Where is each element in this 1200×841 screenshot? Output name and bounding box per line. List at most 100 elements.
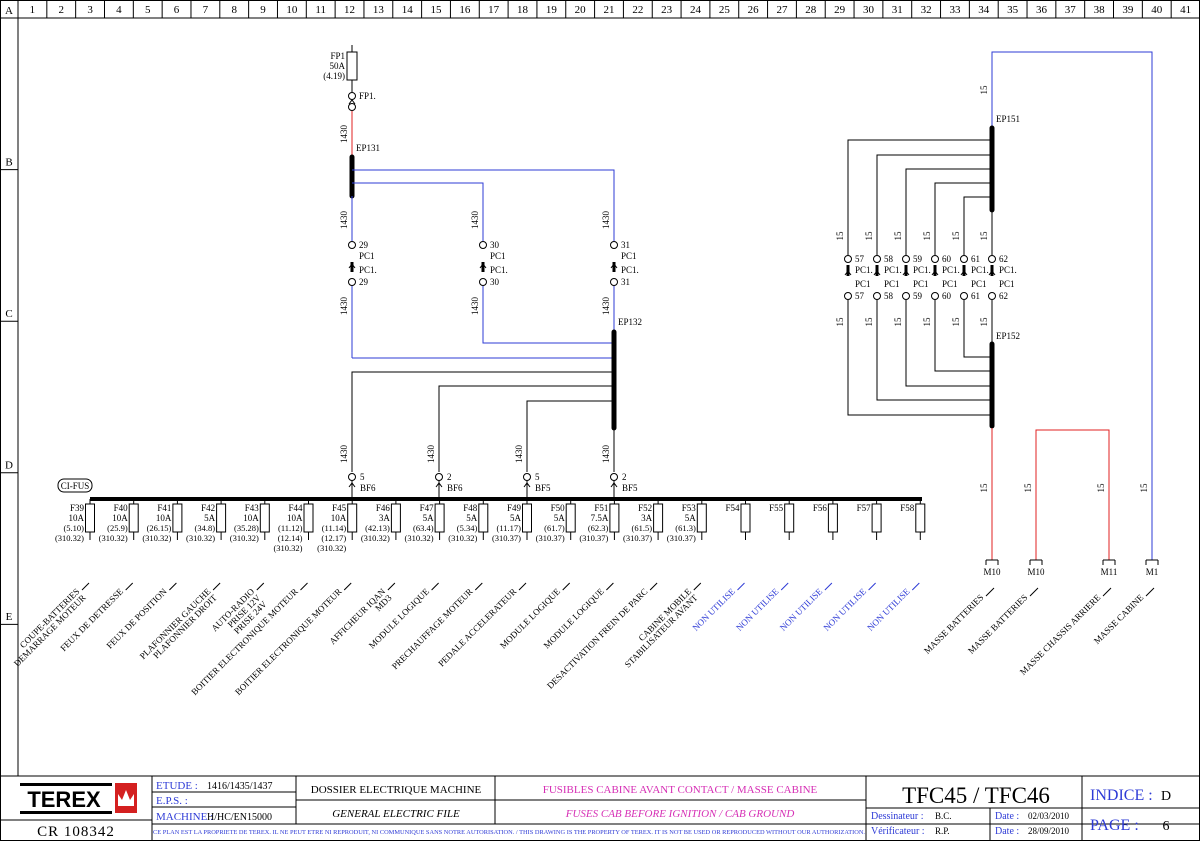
fuse-name: F49 [507, 503, 522, 513]
fuse-rating: 10A [112, 513, 128, 523]
function-text: DESACTIVATION FREIN DE PARC [545, 586, 649, 690]
fuse-row: F3910A(5.10)(310.32)F4010A(25.9)(310.32)… [55, 499, 926, 553]
fuse-name: F42 [201, 503, 215, 513]
ground-pc-pin-bottom: 57 [855, 291, 865, 301]
fuse-name: F50 [551, 503, 566, 513]
fuse-rating: 5A [510, 513, 522, 523]
column-label: 16 [459, 4, 471, 16]
column-label: 26 [748, 4, 760, 16]
fuse-ref: (25.9) [107, 523, 128, 533]
pc1-pin-bottom: 30 [490, 277, 500, 287]
fuse-ref: (310.37) [667, 533, 696, 543]
ground-pc-pin-top: 62 [999, 254, 1008, 264]
fp1-name: FP1 [330, 51, 345, 61]
wire-15: 15 [922, 231, 932, 241]
wire-15: 15 [893, 317, 903, 327]
fuse-function-label: PEDALE ACCELERATEUR [436, 582, 527, 669]
ground-pc-name: PC1. [999, 265, 1017, 275]
column-label: 4 [116, 4, 122, 16]
ground-pc-name-mate: PC1 [913, 279, 929, 289]
terex-wordmark: TEREX [27, 787, 101, 812]
bf-name: BF6 [360, 483, 376, 493]
ground-name: M11 [1101, 567, 1118, 577]
wire-1430-g: 1430 [339, 445, 349, 464]
bf-name: BF5 [622, 483, 638, 493]
ground-pc-pin-top: 58 [884, 254, 894, 264]
fuse-rating: 3A [641, 513, 653, 523]
function-text: PEDALE ACCELERATEUR [436, 586, 518, 668]
main-fuse-fp1: FP1 50A (4.19) FP1. 1430 [323, 45, 376, 155]
fp1-connector-label: FP1. [359, 91, 376, 101]
fuse-ref: (310.32) [186, 533, 215, 543]
column-label: 41 [1180, 4, 1191, 16]
fuse-rating: 5A [204, 513, 216, 523]
column-label: 1 [30, 4, 36, 16]
ground-name: M10 [1027, 567, 1045, 577]
fuse-f58: F58 [900, 499, 926, 540]
machine-label: MACHINE : [156, 811, 213, 823]
fuse-ref: (310.32) [142, 533, 171, 543]
fuse-name: F52 [638, 503, 652, 513]
column-label: 30 [863, 4, 875, 16]
pc1-name: PC1 [359, 251, 375, 261]
fuse-ref: (310.37) [492, 533, 521, 543]
ground-pc-pin-top: 59 [913, 254, 923, 264]
ground-pc-name: PC1. [971, 265, 989, 275]
fuse-name: F56 [813, 503, 828, 513]
column-label: 38 [1094, 4, 1106, 16]
date-label-1: Date : [995, 811, 1019, 822]
title-block: TEREX CR 108342 ETUDE : 1416/1435/1437 E… [0, 776, 1200, 841]
ground-pc-name-mate: PC1 [999, 279, 1015, 289]
date-value-2: 28/09/2010 [1028, 826, 1070, 836]
ground-pc-pin-bottom: 60 [942, 291, 952, 301]
ground-pc-name-mate: PC1 [884, 279, 900, 289]
fuse-ref: (310.32) [405, 533, 434, 543]
fp1-connector-lower [348, 103, 356, 111]
column-label: 35 [1007, 4, 1019, 16]
fuse-ref: (63.4) [413, 523, 434, 533]
column-label: 40 [1151, 4, 1163, 16]
fuse-name: F47 [420, 503, 435, 513]
ground-pc-name-mate: PC1 [942, 279, 958, 289]
ci-fus-tag [57, 478, 93, 493]
column-label: 32 [921, 4, 932, 16]
column-label: 3 [87, 4, 93, 16]
fuse-bus: CI-FUS F3910A(5.10)(310.32)F4010A(25.9)(… [12, 478, 926, 697]
ep131-distribution: EP131 1430 1430 1430 1430 1430 1430 29PC… [339, 143, 642, 497]
column-label: 2 [58, 4, 64, 16]
fuse-name: F45 [332, 503, 347, 513]
wire-15: 15 [864, 231, 874, 241]
bf-pin: 2 [447, 472, 452, 482]
wire-15: 15 [951, 231, 961, 241]
function-text: NON UTILISE [822, 586, 869, 633]
bf-pin: 2 [622, 472, 627, 482]
column-label: 9 [260, 4, 266, 16]
wire-15: 15 [864, 317, 874, 327]
fuse-ref: (12.17) [321, 533, 346, 543]
fuse-f56: F56 [813, 499, 838, 540]
fuse-rating: 10A [243, 513, 259, 523]
fuse-rating: 5A [685, 513, 697, 523]
column-label: 5 [145, 4, 151, 16]
pc1-name: PC1 [621, 251, 637, 261]
fuse-ref: (35.28) [234, 523, 259, 533]
fuse-ref: (26.15) [147, 523, 172, 533]
column-label: 6 [174, 4, 180, 16]
fuse-name: F46 [376, 503, 391, 513]
